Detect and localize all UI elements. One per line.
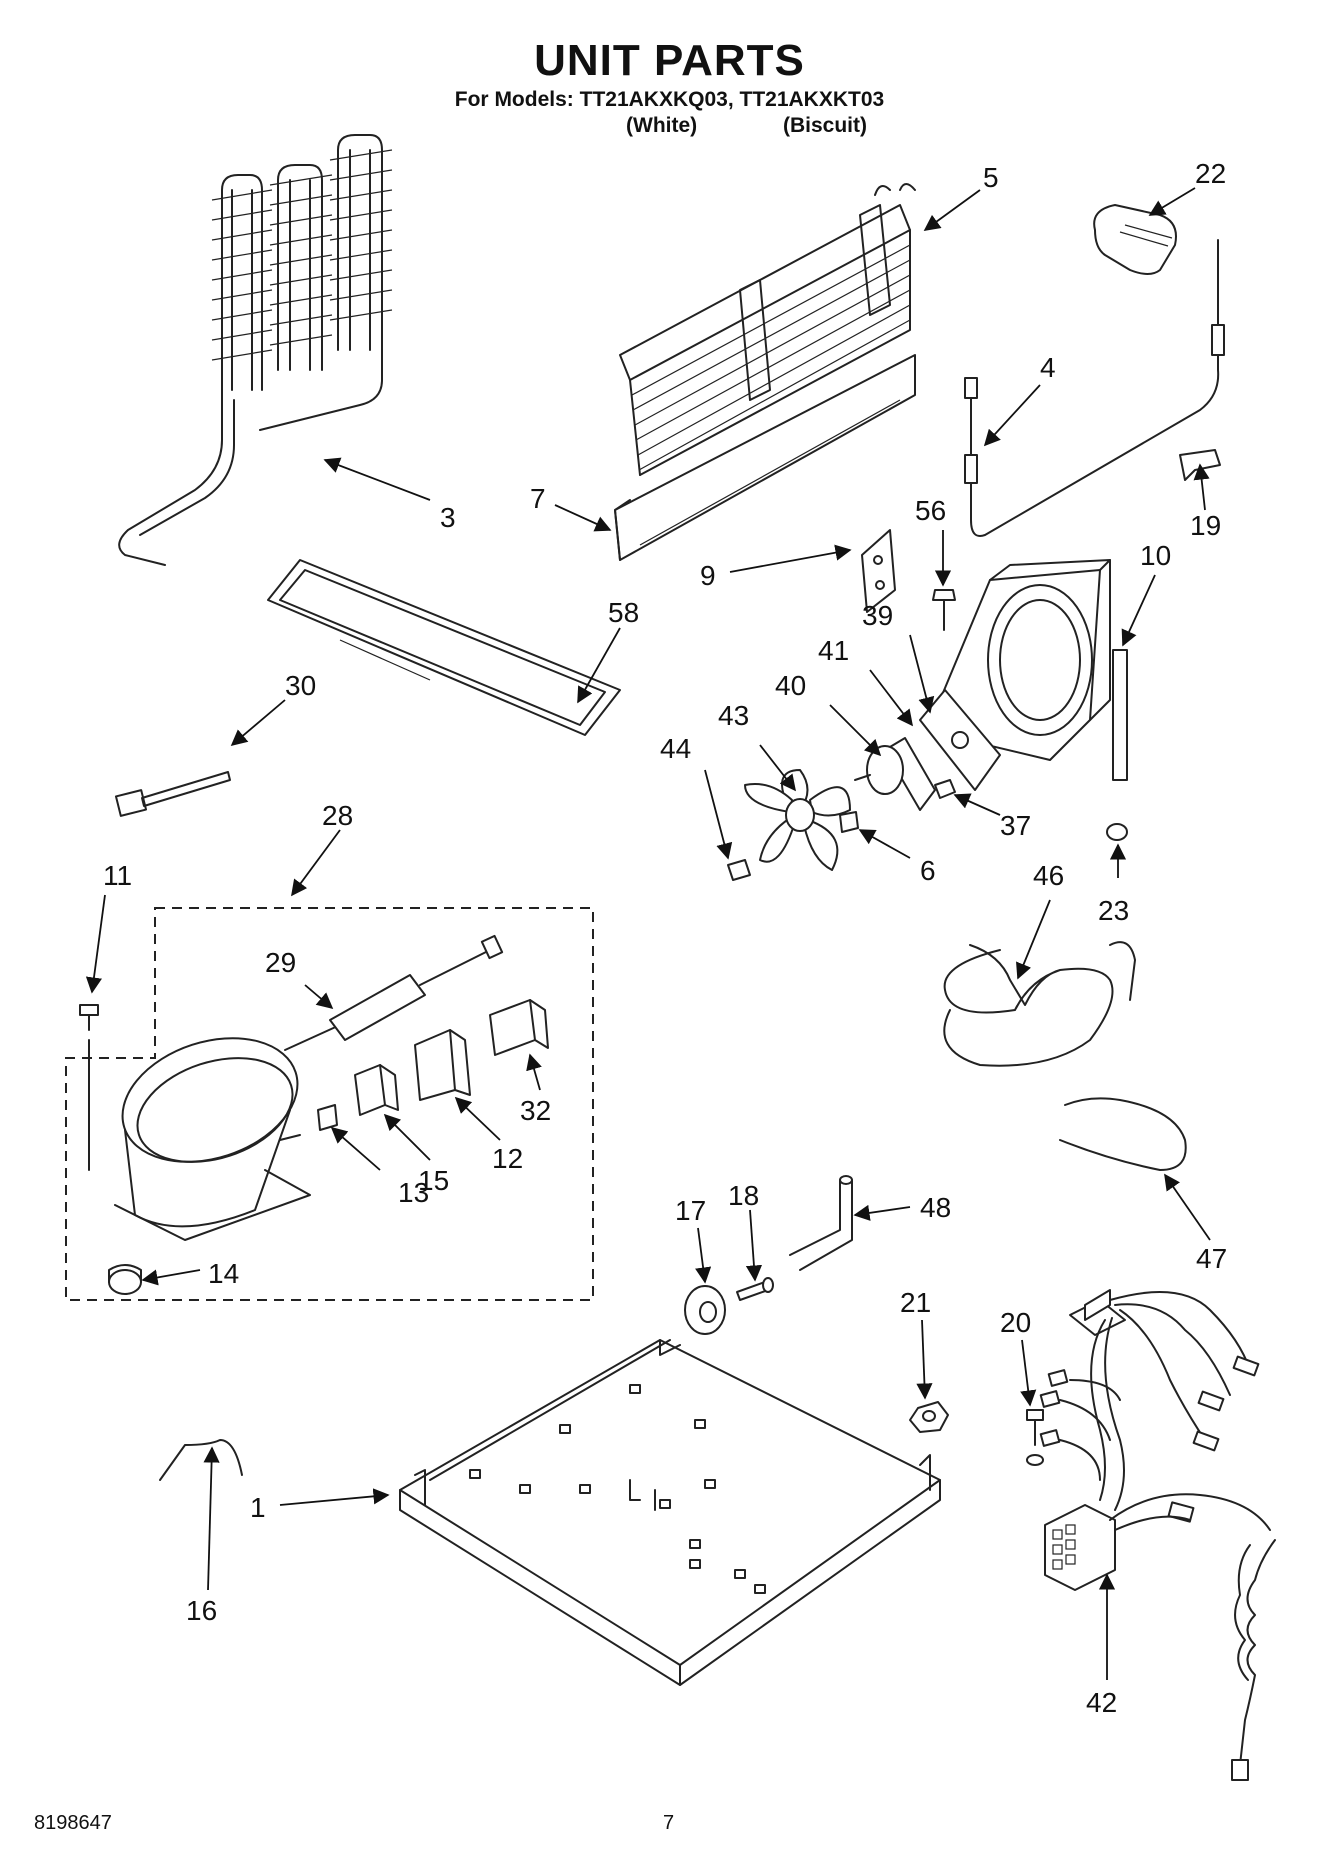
tube-loop-part: [943, 941, 1136, 1067]
callout-6: 6: [920, 855, 936, 886]
leader-lines: [85, 187, 1211, 1680]
callout-18: 18: [728, 1180, 759, 1211]
mount-plate-part: [919, 689, 1001, 791]
fan-blade-part: [744, 769, 851, 871]
relay-cover-part: [489, 999, 549, 1056]
screw-20-part: [1026, 1409, 1044, 1466]
callout-48: 48: [920, 1192, 951, 1223]
callout-20: 20: [1000, 1307, 1031, 1338]
callout-3: 3: [440, 502, 456, 533]
callout-46: 46: [1033, 860, 1064, 891]
callout-1: 1: [250, 1492, 266, 1523]
clip-44-part: [727, 859, 751, 881]
screw-11-part: [79, 1004, 99, 1171]
models-line: For Models: TT21AKXKQ03, TT21AKXKT03: [454, 88, 885, 111]
document-number: 8198647: [34, 1812, 112, 1834]
callout-21: 21: [900, 1287, 931, 1318]
callout-19: 19: [1190, 510, 1221, 541]
callout-37: 37: [1000, 810, 1031, 841]
page-number: 7: [663, 1812, 675, 1834]
callout-13: 13: [398, 1177, 429, 1208]
callout-44: 44: [660, 733, 691, 764]
callout-12: 12: [492, 1143, 523, 1174]
variant-biscuit: (Biscuit): [783, 114, 867, 137]
thermostat-wire-part: [964, 239, 1225, 537]
screw-56-part: [932, 589, 956, 631]
compressor-part: [114, 1037, 311, 1241]
wire-clip-part: [159, 1439, 243, 1481]
callout-41: 41: [818, 635, 849, 666]
base-frame-part: [399, 1339, 941, 1686]
tube-47-part: [1059, 1097, 1187, 1171]
drier-part: [284, 934, 504, 1051]
callout-32: 32: [520, 1095, 551, 1126]
callout-5: 5: [983, 162, 999, 193]
gasket-strip-part: [1112, 649, 1128, 781]
compressor-kit-boundary: [65, 907, 594, 1301]
callout-10: 10: [1140, 540, 1171, 571]
fan-shroud-part: [939, 559, 1111, 761]
screw-37-part: [934, 779, 956, 799]
callout-22: 22: [1195, 158, 1226, 189]
axle-pin-part: [736, 1277, 774, 1301]
grommet-part: [1106, 823, 1128, 841]
callout-11: 11: [103, 860, 132, 891]
callout-47: 47: [1196, 1243, 1227, 1274]
callout-28: 28: [322, 800, 353, 831]
fan-motor-part: [854, 737, 936, 811]
callout-56: 56: [915, 495, 946, 526]
callout-4: 4: [1040, 352, 1056, 383]
callout-17: 17: [675, 1195, 706, 1226]
variant-white: (White): [626, 114, 698, 137]
callout-16: 16: [186, 1595, 217, 1626]
evaporator-part: [619, 183, 916, 476]
callout-23: 23: [1098, 895, 1129, 926]
page-title: UNIT PARTS: [534, 36, 805, 85]
callout-15: 15: [418, 1165, 449, 1196]
callout-7: 7: [530, 483, 546, 514]
callout-14: 14: [208, 1258, 239, 1289]
drain-pan-part: [267, 559, 621, 736]
terminal-part: [317, 1104, 338, 1131]
bracket-part: [861, 529, 896, 613]
tube-48-part: [789, 1175, 853, 1271]
nut-21-part: [909, 1401, 949, 1433]
callout-42: 42: [1086, 1687, 1117, 1718]
nut-6-part: [839, 811, 859, 833]
callout-labels: 3 5 22 4 7 9 58 30 19 56 10 39 41 40 43 …: [103, 158, 1227, 1718]
overload-part: [414, 1029, 471, 1101]
callout-43: 43: [718, 700, 749, 731]
callout-58: 58: [608, 597, 639, 628]
wiring-harness-part: [1039, 1289, 1276, 1781]
roller-part: [684, 1285, 726, 1335]
callout-39: 39: [862, 600, 893, 631]
grommet-14-part: [108, 1264, 142, 1295]
callout-9: 9: [700, 560, 716, 591]
cover-part: [1093, 204, 1177, 275]
callout-29: 29: [265, 947, 296, 978]
relay-part: [354, 1064, 399, 1116]
drain-trough-part: [614, 354, 916, 561]
condenser-coil-part: [118, 134, 393, 566]
cable-tie-part: [114, 771, 231, 817]
callout-40: 40: [775, 670, 806, 701]
callout-30: 30: [285, 670, 316, 701]
